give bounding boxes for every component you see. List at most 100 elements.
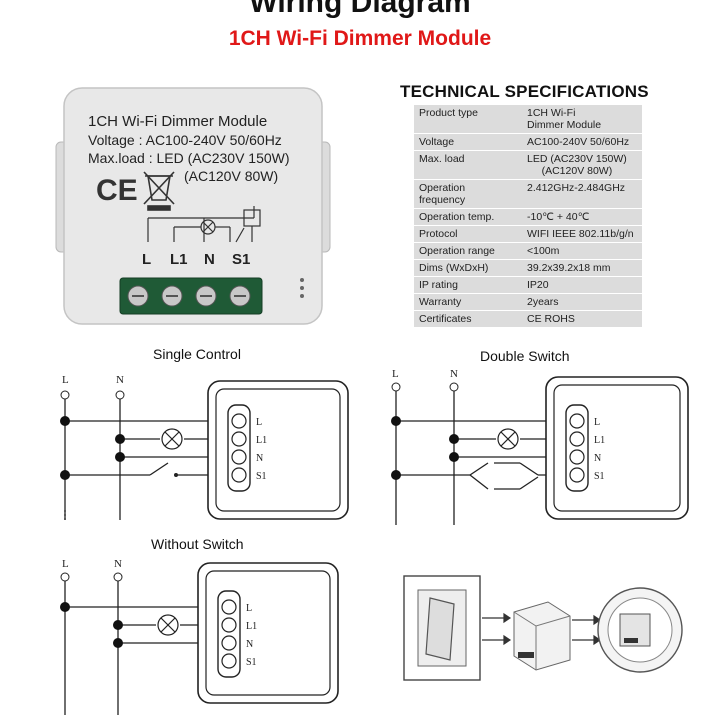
terminal-screws bbox=[127, 285, 251, 307]
terminal-label-l: L bbox=[256, 417, 262, 428]
junction-dot bbox=[449, 452, 459, 462]
module-maxload: Max.load : LED (AC230V 150W) bbox=[88, 150, 290, 166]
spec-key: Dims (WxDxH) bbox=[414, 259, 518, 277]
module-voltage: Voltage : AC100-240V 50/60Hz bbox=[88, 132, 282, 148]
line-label-n: N bbox=[450, 368, 458, 380]
module-terminal-label-l: L bbox=[142, 251, 151, 268]
module-maxload-2: (AC120V 80W) bbox=[184, 168, 278, 184]
terminal-label-l1: L1 bbox=[594, 435, 605, 446]
module-terminal-label-l1: L1 bbox=[170, 251, 188, 268]
diagram-single-control: L N bbox=[60, 374, 349, 520]
terminal-label-l: L bbox=[594, 417, 600, 428]
terminal-label-n: N bbox=[246, 639, 253, 650]
junction-dot bbox=[391, 416, 401, 426]
module-terminal-label-n: N bbox=[204, 251, 215, 268]
spec-value: -10℃ + 40℃ bbox=[518, 208, 642, 226]
spec-value: 2years bbox=[518, 293, 642, 311]
module-illustration: 1CH Wi-Fi Dimmer Module Voltage : AC100-… bbox=[55, 87, 331, 325]
junction-dot bbox=[391, 470, 401, 480]
caption-without-switch: Without Switch bbox=[151, 536, 244, 552]
module-schematic-icon bbox=[147, 206, 261, 243]
line-label-n: N bbox=[116, 374, 124, 386]
weee-bin-icon bbox=[143, 171, 175, 211]
spec-key: Max. load bbox=[414, 150, 518, 180]
installation-illustration bbox=[403, 575, 683, 681]
lamp-icon bbox=[497, 428, 519, 450]
terminal-block bbox=[119, 277, 263, 315]
junction-dot bbox=[60, 470, 70, 480]
spec-key: Voltage bbox=[414, 133, 518, 151]
diagram-double-switch: L N bbox=[391, 368, 689, 525]
module-3d-icon bbox=[513, 601, 571, 671]
wall-switch-rocker bbox=[425, 597, 455, 661]
spec-value: 39.2x39.2x18 mm bbox=[518, 259, 642, 277]
terminal-label-n: N bbox=[594, 453, 601, 464]
spec-value: LED (AC230V 150W) (AC120V 80W) bbox=[518, 150, 642, 180]
junction-dot bbox=[60, 602, 70, 612]
spec-row: Dims (WxDxH)39.2x39.2x18 mm bbox=[414, 259, 642, 277]
terminal-label-s1: S1 bbox=[256, 471, 267, 482]
spec-key: Warranty bbox=[414, 293, 518, 311]
spec-value: 2.412GHz-2.484GHz bbox=[518, 179, 642, 209]
junction-dot bbox=[115, 434, 125, 444]
line-label-l: L bbox=[392, 368, 399, 380]
spec-value: <100m bbox=[518, 242, 642, 260]
terminal-strip bbox=[565, 404, 589, 492]
spec-value: AC100-240V 50/60Hz bbox=[518, 133, 642, 151]
spec-value: IP20 bbox=[518, 276, 642, 294]
terminal-label-s1: S1 bbox=[594, 471, 605, 482]
module-name: 1CH Wi-Fi Dimmer Module bbox=[88, 113, 267, 130]
terminal-strip bbox=[217, 590, 241, 678]
junction-dot bbox=[449, 434, 459, 444]
specs-title: TECHNICAL SPECIFICATIONS bbox=[400, 82, 649, 101]
ce-mark-icon: CE bbox=[96, 174, 138, 207]
junction-box-icon bbox=[597, 587, 683, 673]
spec-key: Product type bbox=[414, 105, 518, 134]
module-body bbox=[63, 87, 323, 325]
line-label-l: L bbox=[62, 374, 69, 386]
spec-key: Operation range bbox=[414, 242, 518, 260]
spec-key: Certificates bbox=[414, 310, 518, 328]
terminal-label-l1: L1 bbox=[246, 621, 257, 632]
terminal-label-l: L bbox=[246, 603, 252, 614]
terminal-strip bbox=[227, 404, 251, 492]
spec-row: Operation range<100m bbox=[414, 242, 642, 260]
junction-dot bbox=[113, 620, 123, 630]
switch-icon bbox=[174, 473, 178, 477]
terminal-label-s1: S1 bbox=[246, 657, 257, 668]
module-terminal-label-s1: S1 bbox=[232, 251, 250, 268]
caption-single-control: Single Control bbox=[153, 346, 241, 362]
spec-row: Operation temp.-10℃ + 40℃ bbox=[414, 208, 642, 226]
spec-key: Protocol bbox=[414, 225, 518, 243]
lamp-icon bbox=[157, 614, 179, 636]
spec-value: WIFI IEEE 802.11b/g/n bbox=[518, 225, 642, 243]
caption-double-switch: Double Switch bbox=[480, 348, 570, 364]
lamp-icon bbox=[161, 428, 183, 450]
line-label-n: N bbox=[114, 558, 122, 570]
junction-dot bbox=[113, 638, 123, 648]
spec-key: IP rating bbox=[414, 276, 518, 294]
terminal-label-n: N bbox=[256, 453, 263, 464]
spec-value: CE ROHS bbox=[518, 310, 642, 328]
diagram-without-switch: L N L L1 N S1 bbox=[60, 558, 339, 715]
terminal-label-l1: L1 bbox=[256, 435, 267, 446]
line-label-l: L bbox=[62, 558, 69, 570]
led-dots bbox=[300, 278, 304, 298]
junction-dot bbox=[115, 452, 125, 462]
page-subtitle: 1CH Wi-Fi Dimmer Module bbox=[228, 27, 492, 50]
spec-key: Operation temp. bbox=[414, 208, 518, 226]
page-title: Wiring Diagram bbox=[249, 0, 471, 19]
junction-dot bbox=[60, 416, 70, 426]
